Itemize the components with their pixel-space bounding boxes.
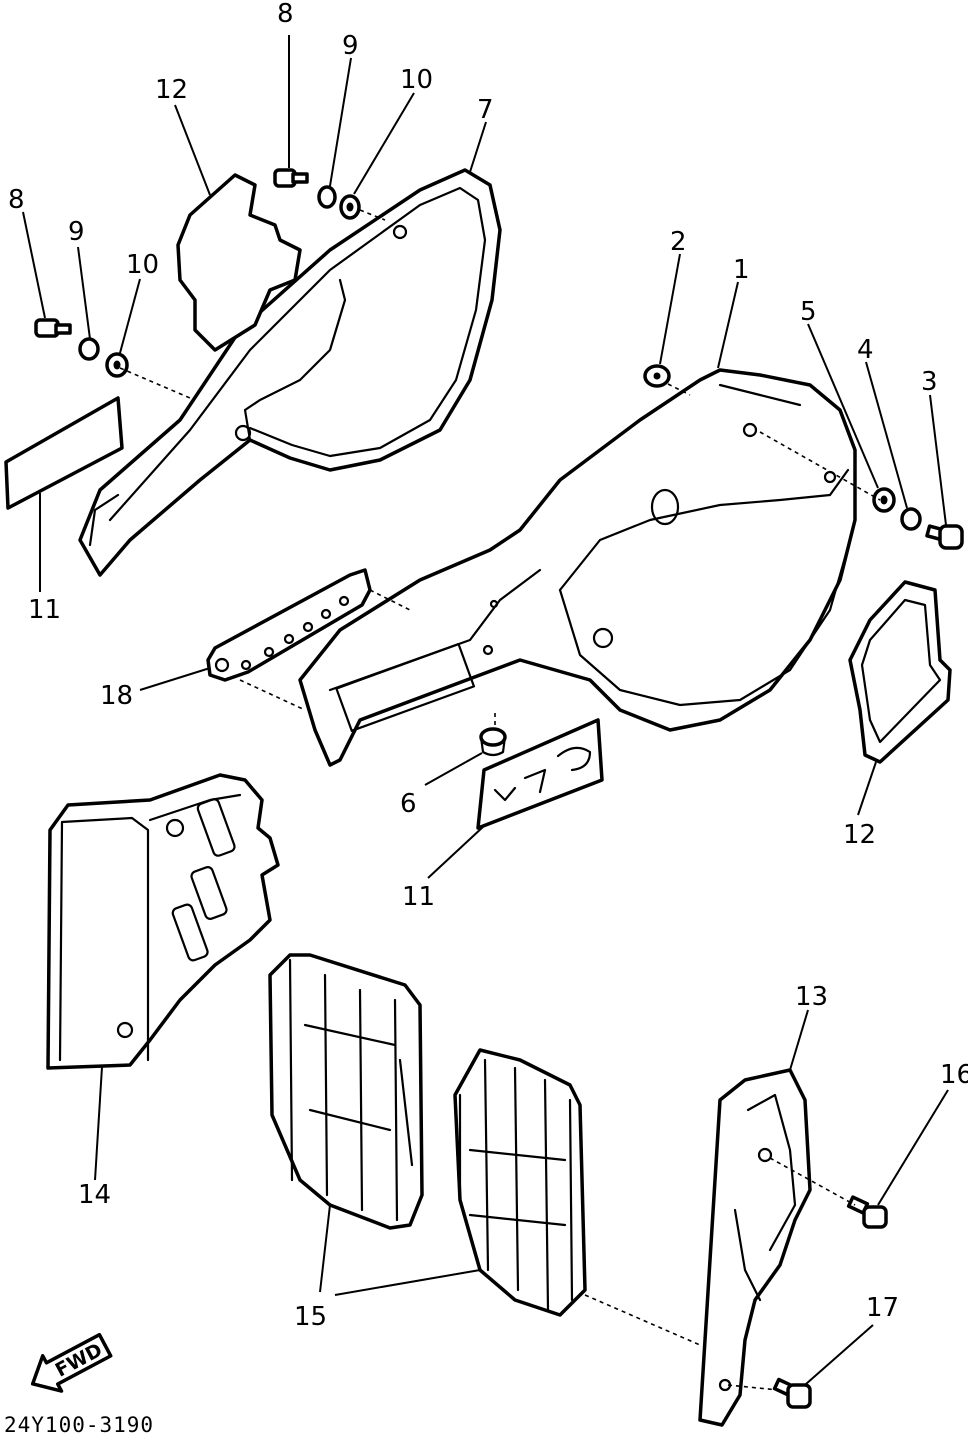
washer-upper: [339, 194, 361, 220]
washer-2: [643, 364, 671, 388]
label-part-11-center: 11: [402, 882, 435, 912]
leader-lines: [22, 35, 949, 1385]
label-part-12-upper: 12: [155, 75, 188, 105]
radiator-shroud-left: [46, 773, 280, 1070]
emblem-decal-center: [476, 718, 604, 830]
assembly-lines: [119, 209, 881, 1391]
washer-lower: [105, 352, 129, 378]
radiator-louver-rear: [453, 1048, 587, 1317]
bolt-upper: [273, 168, 309, 188]
spring-washer-lower: [78, 337, 100, 361]
part-numbers: 8 9 10 7 12 8 9 10 11 2 1 5 4 3 18 6 11 …: [8, 0, 968, 1332]
label-part-8-upper: 8: [277, 0, 294, 29]
label-part-13: 13: [795, 982, 828, 1012]
label-part-16: 16: [940, 1060, 968, 1090]
side-cover-pad-right: [848, 580, 952, 764]
label-part-14: 14: [78, 1180, 111, 1210]
diagram-code: 24Y100-3190: [4, 1413, 154, 1437]
spring-washer-4: [900, 507, 922, 531]
label-part-7: 7: [477, 95, 494, 125]
label-part-1: 1: [733, 255, 750, 285]
label-part-12-right: 12: [843, 820, 876, 850]
emblem-plate-left: [4, 396, 124, 510]
label-part-8-lower: 8: [8, 185, 25, 215]
label-part-9-upper: 9: [342, 31, 359, 61]
label-part-9-lower: 9: [68, 217, 85, 247]
label-part-10-upper: 10: [400, 65, 433, 95]
label-part-15: 15: [294, 1302, 327, 1332]
bolt-lower: [34, 318, 72, 338]
radiator-louver-front: [268, 953, 424, 1230]
washer-5: [872, 487, 896, 513]
side-cover-pad-upper: [176, 173, 302, 352]
forward-direction-arrow: FWD: [30, 1332, 113, 1393]
bracket: [206, 568, 372, 682]
label-part-11-left: 11: [28, 595, 61, 625]
label-part-2: 2: [670, 227, 687, 257]
label-part-17: 17: [866, 1293, 899, 1323]
grommet: [479, 727, 507, 757]
spring-washer-upper: [317, 185, 337, 209]
label-part-5: 5: [800, 297, 817, 327]
label-part-10-lower: 10: [126, 250, 159, 280]
side-cover-main: [298, 368, 857, 767]
side-cover-left: [78, 168, 502, 577]
radiator-shroud-right: [698, 1068, 812, 1427]
label-part-4: 4: [857, 335, 874, 365]
label-part-3: 3: [921, 367, 938, 397]
bolt-3: [925, 524, 964, 550]
bolt-17: [772, 1377, 812, 1409]
label-part-6: 6: [400, 789, 417, 819]
bolt-16: [846, 1195, 888, 1229]
label-part-18: 18: [100, 681, 133, 711]
